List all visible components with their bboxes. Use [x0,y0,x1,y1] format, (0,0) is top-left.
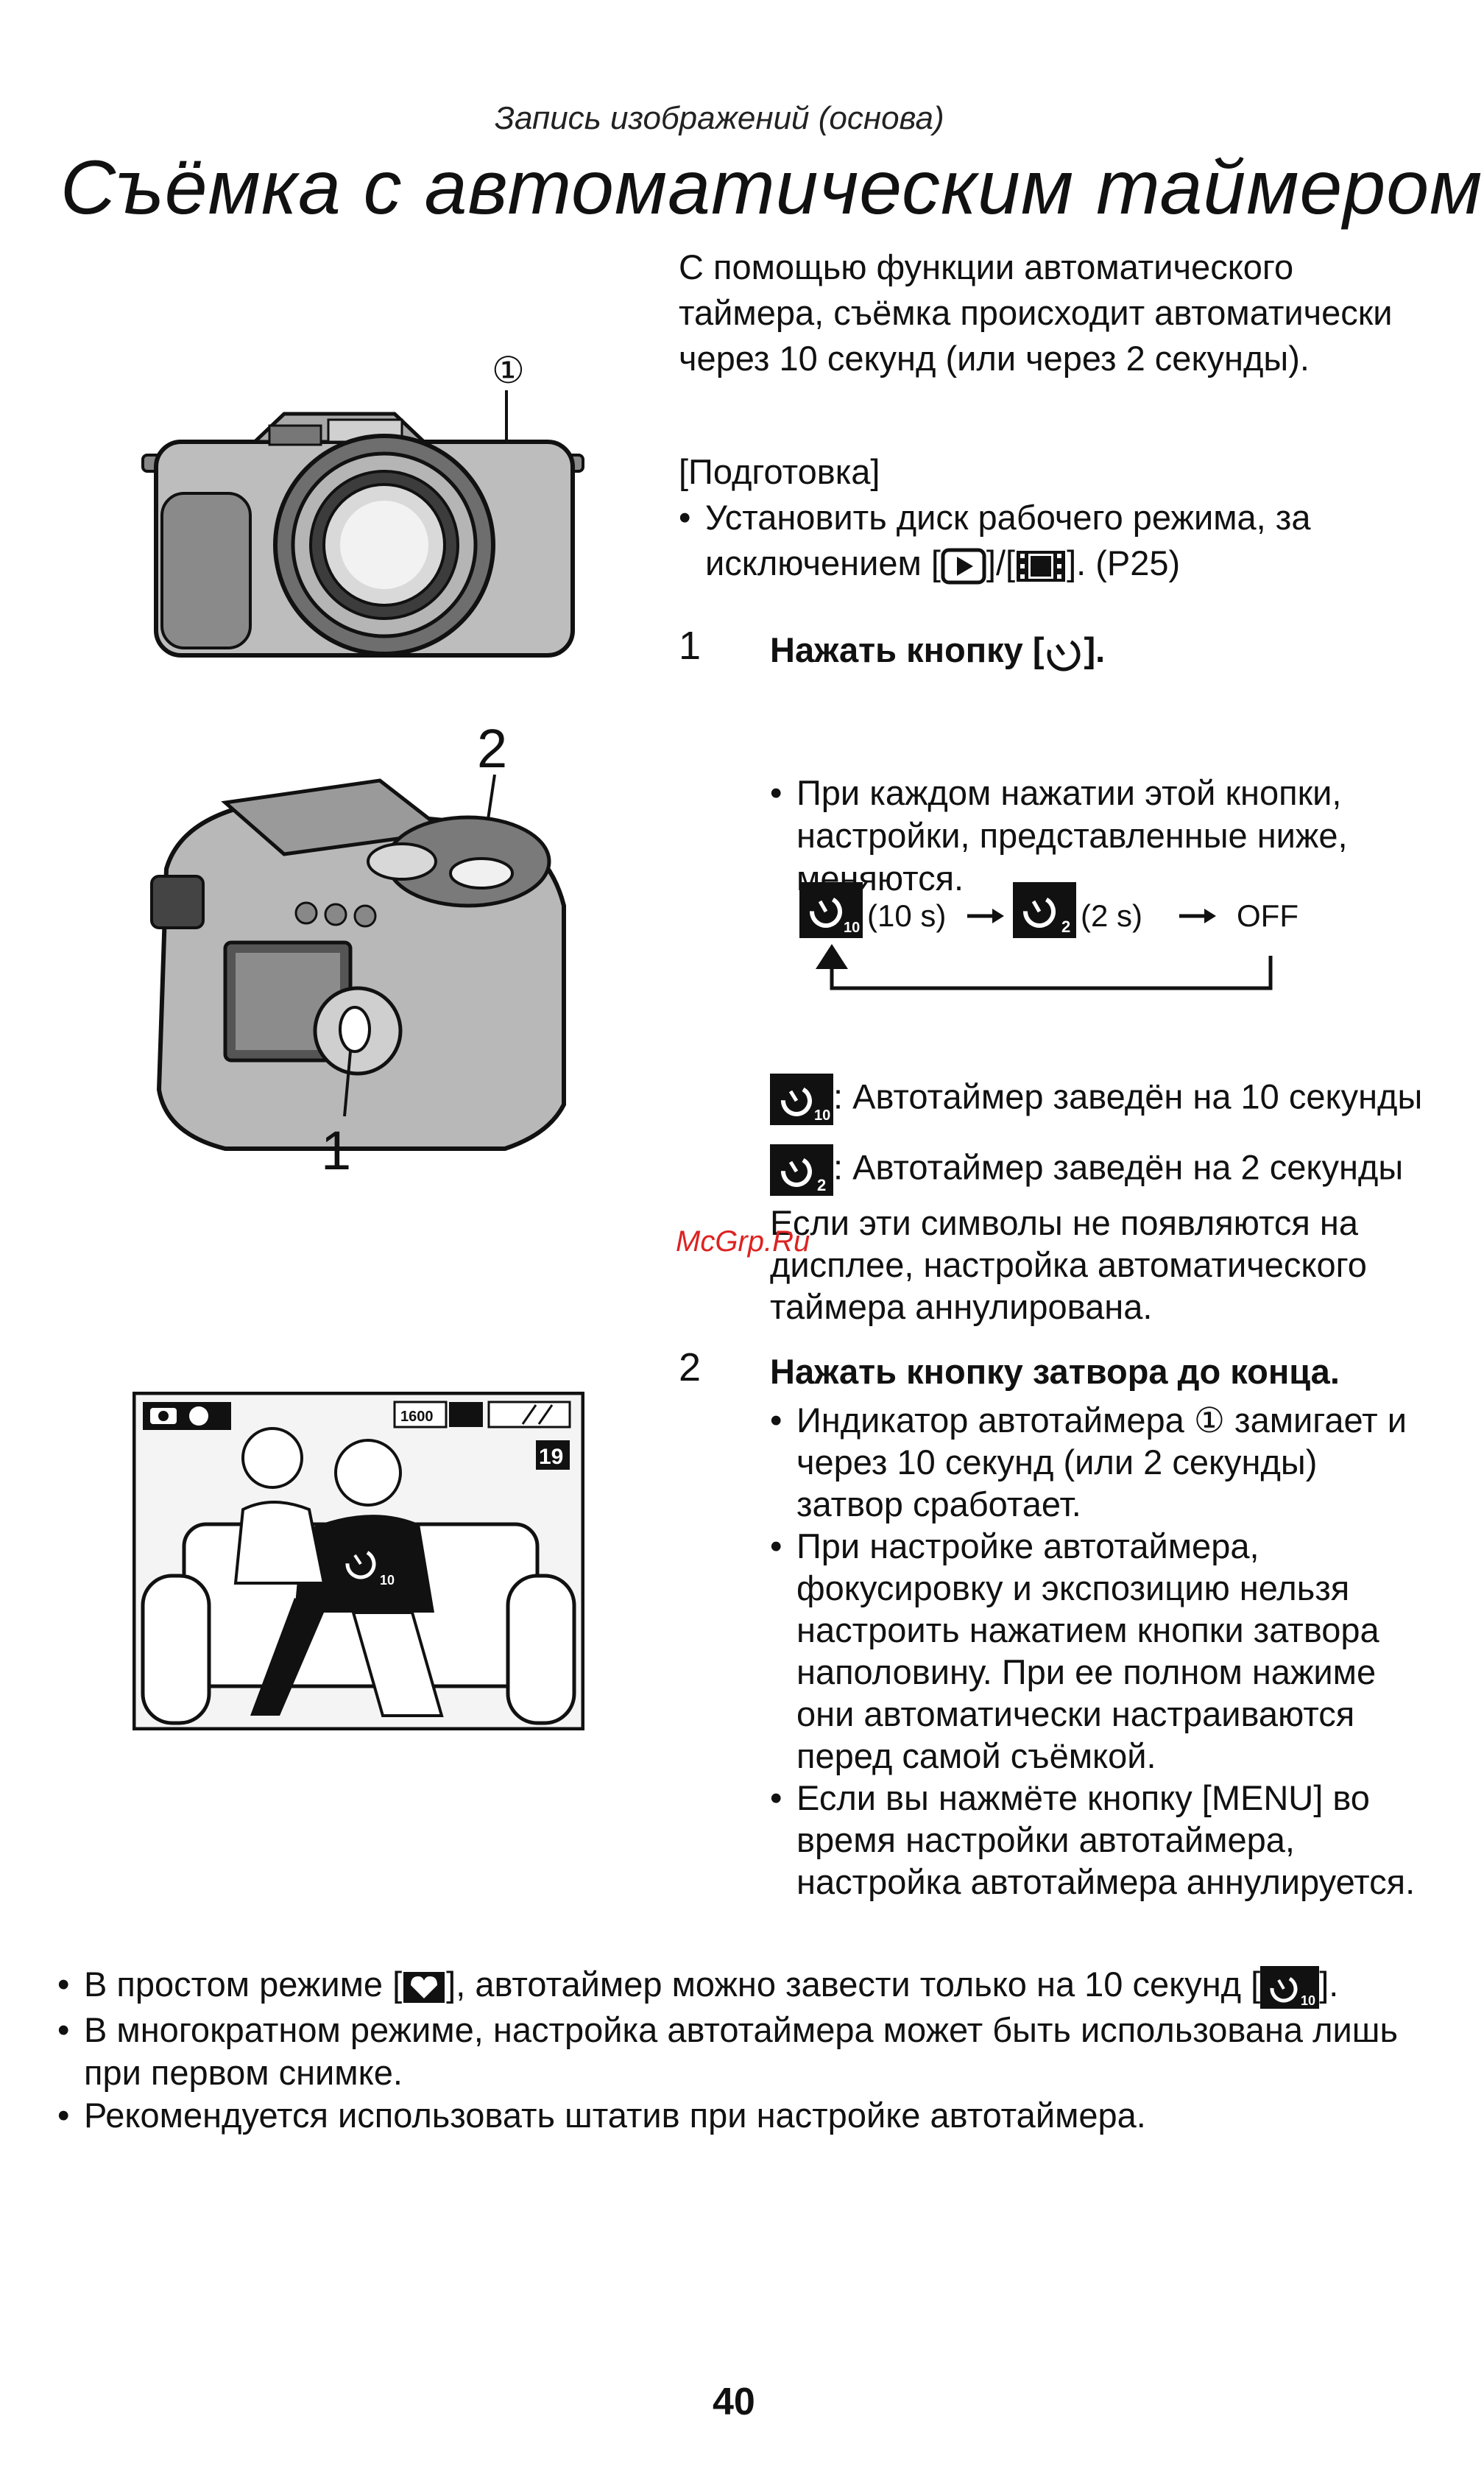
legend-2s: 2 : Автотаймер заведён на 2 секунды [770,1144,1455,1196]
lcd-shots: 19 [539,1445,563,1469]
camera-back-illustration: 2 1 [137,718,593,1193]
legend-2s-sub: 2 [817,1176,826,1194]
prep-bullet-ref: ]. (P25) [1067,543,1181,582]
watermark: McGrp.Ru [676,1225,810,1258]
timer-10s-icon: 10 [799,882,863,938]
step2-bullet-1: Индикатор автотаймера ① замигает и через… [770,1399,1425,1525]
return-arrow [816,944,1273,990]
page-number: 40 [713,2381,755,2423]
timer-10s-icon: 10 [770,1074,833,1125]
timer-2s-icon: 2 [770,1144,833,1196]
page-title: Съёмка с автоматическим таймером [60,145,1483,230]
self-timer-icon [1047,638,1081,672]
shutter-callout: 2 [477,722,507,779]
lcd-screen-illustration: 1600 19 10 [132,1391,585,1731]
indicator-callout: ① [492,350,525,391]
step2-bullets: Индикатор автотаймера ① замигает и через… [770,1399,1425,1903]
arrow-right-icon [967,909,1004,923]
arrow-right-icon [1179,909,1216,923]
legend-10s-text: : Автотаймер заведён на 10 секунды [833,1077,1423,1116]
note-1-b: ], автотаймер можно завести только на 10… [446,1965,1261,2004]
note-1-a: В простом режиме [ [84,1965,403,2004]
timer-10s-icon: 10 [1260,1965,1320,2009]
legend-10s-sub: 10 [814,1107,830,1124]
motion-picture-icon [1017,550,1066,582]
section-header: Запись изображений (основа) [495,100,944,136]
bottom-notes: В простом режиме [ ], автотаймер можно за… [57,1963,1441,2137]
step2-number: 2 [679,1345,702,1389]
step2-bullet-2: При настройке автотаймера, фокусировку и… [770,1525,1425,1777]
prep-bullet: Установить диск рабочего режима, за искл… [679,495,1441,586]
legend-10s: 10: Автотаймер заведён на 10 секунды [770,1074,1455,1125]
timer-10s-sub: 10 [844,920,860,936]
lcd-resolution: 1600 [400,1409,434,1425]
prep-heading: [Подготовка] [679,452,880,491]
camera-mode-icon [143,1402,231,1430]
step2-bullet-1-b: замигает и через 10 секунд (или 2 секунд… [796,1401,1407,1523]
prep-bullet-sep: ]/[ [986,543,1016,582]
note-1-icon-sub: 10 [1301,1993,1315,2008]
indicator-callout-inline: ① [1193,1401,1225,1440]
step1-bullet: При каждом нажатии этой кнопки, настройк… [770,772,1444,900]
step2-title: Нажать кнопку затвора до конца. [770,1352,1340,1391]
button-callout: 1 [321,1120,351,1181]
step1-title-text: Нажать кнопку [ [770,630,1045,669]
timer-2s-sub: 2 [1061,917,1070,936]
step2-bullet-3: Если вы нажмёте кнопку [MENU] во время н… [770,1777,1425,1903]
legend-note: Если эти символы не появляются на диспле… [770,1203,1367,1326]
step1-number: 1 [679,624,702,668]
prep-bullet-text-2: исключением [ [705,543,941,582]
step2-bullet-1-a: Индикатор автотаймера [796,1401,1184,1440]
lcd-timer-sub: 10 [380,1573,395,1588]
step1-title: Нажать кнопку []. [770,627,1105,673]
step1-title-end: ]. [1084,630,1106,669]
note-1: В простом режиме [ ], автотаймер можно за… [57,1963,1441,2009]
timer-10s-label: (10 s) [867,898,946,933]
timer-off-label: OFF [1237,898,1298,933]
camera-front-illustration: ① [130,346,601,685]
intro-text: С помощью функции автоматического таймер… [679,247,1393,378]
play-mode-icon [941,548,986,585]
timer-2s-icon: 2 [1013,882,1076,938]
self-timer-lcd-icon: 10 [333,1537,399,1590]
timer-cycle-diagram: 10 (10 s) 2 (2 s) OFF [799,882,1307,1000]
legend-2s-text: : Автотаймер заведён на 2 секунды [833,1147,1404,1187]
note-1-c: ]. [1319,1965,1339,2004]
timer-2s-label: (2 s) [1081,898,1142,933]
heart-icon [403,1971,445,2003]
note-2: В многократном режиме, настройка автотай… [57,2009,1441,2094]
prep-bullet-text: Установить диск рабочего режима, за [705,498,1311,537]
note-3: Рекомендуется использовать штатив при на… [57,2094,1441,2137]
